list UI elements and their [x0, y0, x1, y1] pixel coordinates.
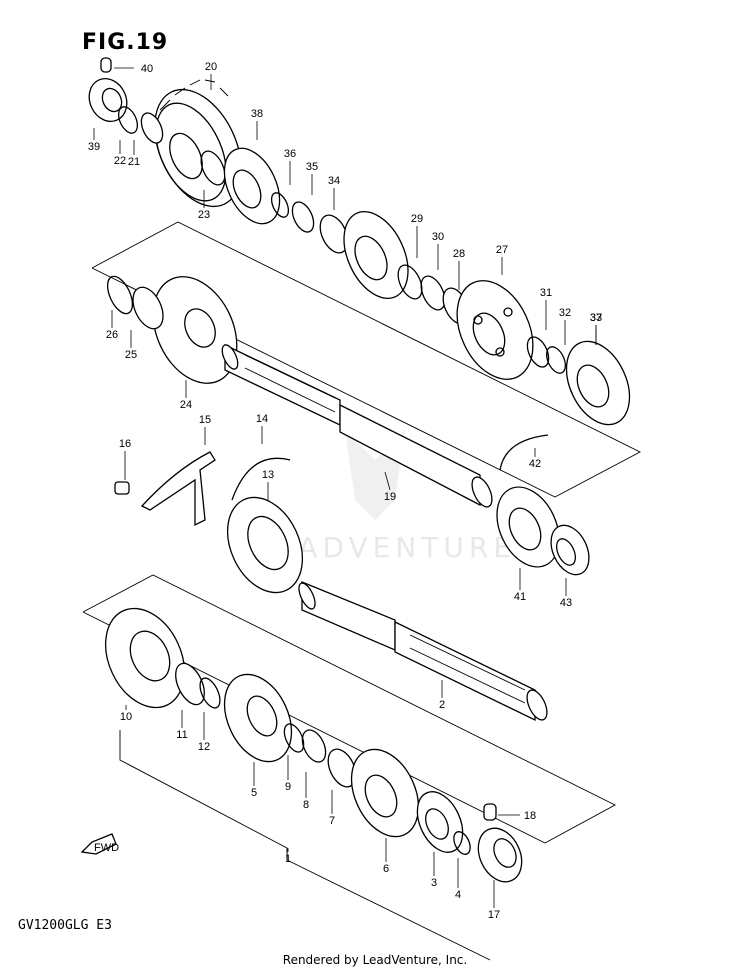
callout-41: 41	[514, 591, 526, 603]
callout-14: 14	[256, 413, 268, 425]
callout-27: 27	[496, 244, 508, 256]
countershaft-19	[221, 343, 493, 508]
bearing-13	[226, 496, 304, 594]
callout-31: 31	[540, 287, 552, 299]
callout-33: 33	[590, 312, 602, 324]
washer-35	[291, 201, 315, 233]
collar-21	[140, 112, 164, 144]
gear-3	[416, 791, 464, 853]
callout-30: 30	[432, 231, 444, 243]
callout-layer: 1234567891011121314151617181920212223242…	[88, 61, 602, 921]
callout-8: 8	[303, 799, 309, 811]
gear-27	[456, 280, 534, 380]
callout-9: 9	[285, 781, 291, 793]
circlip-42	[499, 434, 549, 471]
gear-33	[343, 211, 409, 299]
callout-40: 40	[141, 63, 153, 75]
circlip-26	[106, 275, 134, 315]
callout-3: 3	[431, 877, 437, 889]
gear-6	[350, 748, 420, 838]
callout-39: 39	[88, 141, 100, 153]
callout-24: 24	[180, 399, 192, 411]
callout-35: 35	[306, 161, 318, 173]
callout-19: 19	[384, 491, 396, 503]
gear-10	[105, 607, 185, 709]
callout-29: 29	[411, 213, 423, 225]
callout-36: 36	[284, 148, 296, 160]
washer-25	[132, 286, 164, 330]
washer-23	[200, 150, 226, 186]
callout-10: 10	[120, 711, 132, 723]
washer-8	[301, 729, 327, 763]
model-code: GV1200GLG E3	[18, 918, 112, 933]
callout-28: 28	[453, 248, 465, 260]
gear-5	[223, 673, 293, 763]
callout-38: 38	[251, 108, 263, 120]
oil-seal-14	[231, 457, 291, 501]
washer-31	[526, 336, 550, 368]
washer-30	[420, 275, 446, 311]
gear-37	[565, 340, 631, 426]
screw-16	[114, 481, 130, 495]
bushing-7	[327, 748, 357, 788]
callout-23: 23	[198, 209, 210, 221]
plate-15	[140, 451, 216, 527]
callout-34: 34	[328, 175, 340, 187]
callout-1: 1	[285, 853, 291, 865]
circlip-9	[283, 723, 305, 753]
callout-20: 20	[205, 61, 217, 73]
callout-25: 25	[125, 349, 137, 361]
washer-4	[453, 831, 471, 855]
leader-line-19	[384, 471, 391, 491]
gear-20	[154, 79, 242, 208]
callout-12: 12	[198, 741, 210, 753]
callout-5: 5	[251, 787, 257, 799]
bearing-17	[477, 827, 523, 883]
callout-18: 18	[524, 810, 536, 822]
callout-6: 6	[383, 863, 389, 875]
callout-43: 43	[560, 597, 572, 609]
bushing-43	[550, 524, 590, 576]
washer-22	[117, 106, 139, 134]
callout-42: 42	[529, 458, 541, 470]
pin-18	[483, 803, 497, 821]
gear-24	[152, 276, 238, 384]
callout-13: 13	[262, 469, 274, 481]
circlip-36	[270, 192, 290, 218]
callout-37: 37	[590, 312, 602, 324]
circlip-32	[545, 346, 567, 374]
callout-2: 2	[439, 699, 445, 711]
gear-38	[223, 147, 281, 225]
callout-11: 11	[176, 729, 187, 741]
callout-22: 22	[114, 155, 126, 167]
driveshaft-2	[298, 581, 548, 722]
bearing-39	[88, 57, 128, 122]
fwd-label: FWD	[94, 842, 119, 854]
callout-21: 21	[128, 156, 140, 168]
figure-title: FIG.19	[82, 30, 169, 55]
callout-32: 32	[559, 307, 571, 319]
callout-16: 16	[119, 438, 131, 450]
footer-credit: Rendered by LeadVenture, Inc.	[282, 953, 468, 967]
washer-29	[397, 264, 423, 300]
callout-26: 26	[106, 329, 118, 341]
fwd-arrow: FWD	[80, 833, 119, 855]
circlip-12	[199, 677, 221, 709]
bearing-41	[496, 486, 560, 568]
callout-15: 15	[199, 414, 211, 426]
washer-11	[175, 662, 205, 706]
callout-7: 7	[329, 815, 335, 827]
callout-4: 4	[455, 889, 461, 901]
callout-17: 17	[488, 909, 500, 921]
